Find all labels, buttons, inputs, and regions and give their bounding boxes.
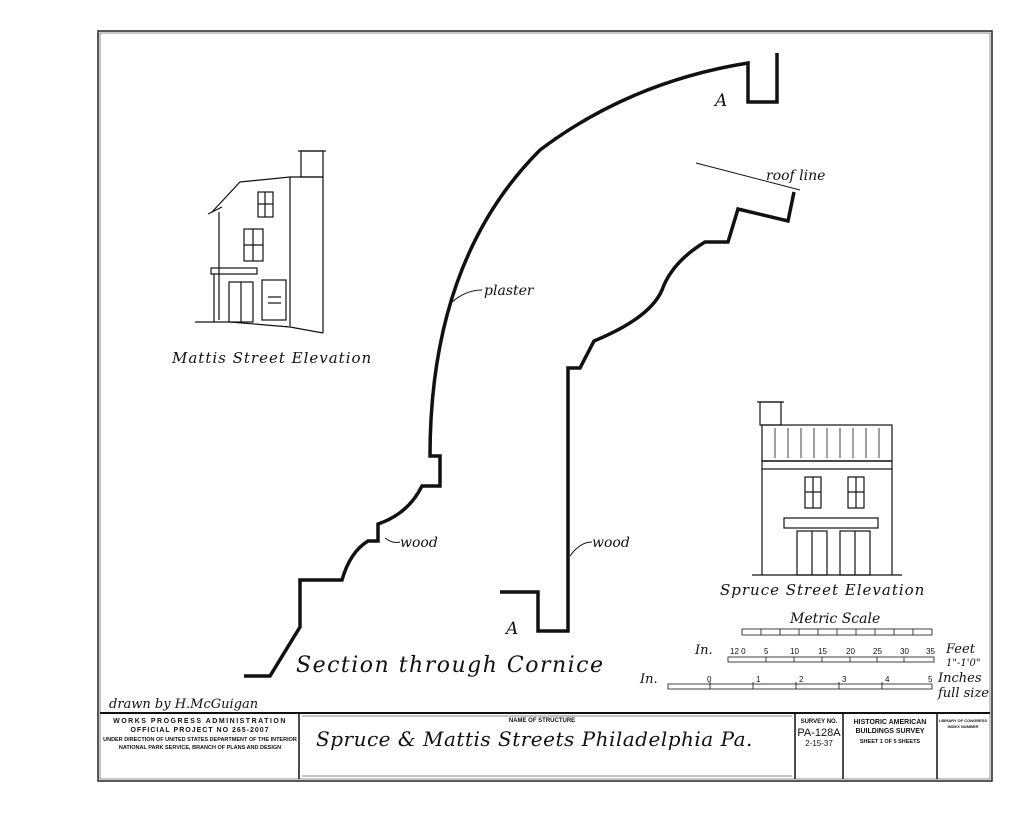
feet-tick-25: 25 xyxy=(873,647,882,656)
wood-left-leader xyxy=(384,537,401,543)
survey-number-label: SURVEY NO. xyxy=(801,719,838,725)
feet-tick-30: 30 xyxy=(900,647,909,656)
wood-left-label: wood xyxy=(400,535,438,551)
feet-tick-5: 5 xyxy=(764,647,769,656)
wpa-title: WORKS PROGRESS ADMINISTRATION xyxy=(113,718,287,725)
feet-tick-35: 35 xyxy=(926,647,935,656)
sheet-outer-border xyxy=(97,30,993,782)
inch-tick-2: 2 xyxy=(799,675,804,684)
title-block xyxy=(100,712,990,779)
mattis-elevation-caption: Mattis Street Elevation xyxy=(171,349,372,367)
survey-date: 2-15-37 xyxy=(805,739,833,748)
main-title: Section through Cornice xyxy=(296,653,605,678)
inch-tick-1: 1 xyxy=(756,675,761,684)
wood-right-leader xyxy=(569,541,593,557)
feet-scale-prefix: In. xyxy=(694,643,713,658)
plaster-leader xyxy=(451,289,483,303)
inches-scale-bar xyxy=(667,682,933,690)
structure-name-label: NAME OF STRUCTURE xyxy=(509,718,575,724)
feet-ratio-label: 1"-1'0" xyxy=(946,658,980,669)
inch-tick-3: 3 xyxy=(842,675,847,684)
inches-full-size-label: full size xyxy=(937,686,989,701)
wpa-project-number: OFFICIAL PROJECT NO 265-2007 xyxy=(130,727,269,734)
sheet-count: SHEET 1 OF 5 SHEETS xyxy=(860,739,921,745)
metric-scale-bar xyxy=(741,628,933,636)
feet-unit-label: Feet xyxy=(945,642,976,657)
loc-line1: LIBRARY OF CONGRESS xyxy=(939,718,988,723)
feet-tick-0: 12 0 xyxy=(730,647,746,656)
drawn-by-credit: drawn by H.McGuigan xyxy=(109,697,258,712)
loc-line2: INDEX NUMBER xyxy=(948,724,979,729)
feet-tick-20: 20 xyxy=(846,647,855,656)
habs-title-line2: BUILDINGS SURVEY xyxy=(855,728,924,735)
sheet-inner-border xyxy=(99,32,991,780)
section-mark-bottom: A xyxy=(504,619,518,639)
inches-unit-label: Inches xyxy=(937,671,982,686)
mattis-elevation-drawing xyxy=(195,150,326,334)
feet-scale-bar xyxy=(727,656,935,663)
inch-tick-5: 5 xyxy=(928,675,933,684)
metric-scale-title: Metric Scale xyxy=(789,611,880,627)
inch-tick-4: 4 xyxy=(885,675,890,684)
survey-number: PA-128A xyxy=(797,727,841,739)
cornice-profile-outer xyxy=(244,53,779,678)
cornice-profile-inner xyxy=(500,191,796,633)
habs-title-line1: HISTORIC AMERICAN xyxy=(854,719,927,726)
feet-tick-10: 10 xyxy=(790,647,799,656)
wood-right-label: wood xyxy=(592,535,630,551)
spruce-elevation-drawing xyxy=(752,401,902,576)
wpa-park-service-line: NATIONAL PARK SERVICE, BRANCH OF PLANS A… xyxy=(119,745,281,751)
roof-line-label: roof line xyxy=(766,168,825,184)
plaster-label: plaster xyxy=(484,283,535,299)
inch-tick-0: 0 xyxy=(707,675,712,684)
section-mark-top: A xyxy=(713,91,727,111)
wpa-direction-line: UNDER DIRECTION OF UNITED STATES DEPARTM… xyxy=(103,737,297,743)
roof-line xyxy=(695,162,801,191)
spruce-elevation-caption: Spruce Street Elevation xyxy=(720,581,925,599)
feet-tick-15: 15 xyxy=(818,647,827,656)
structure-name: Spruce & Mattis Streets Philadelphia Pa. xyxy=(316,727,753,751)
inches-scale-prefix: In. xyxy=(639,672,658,687)
